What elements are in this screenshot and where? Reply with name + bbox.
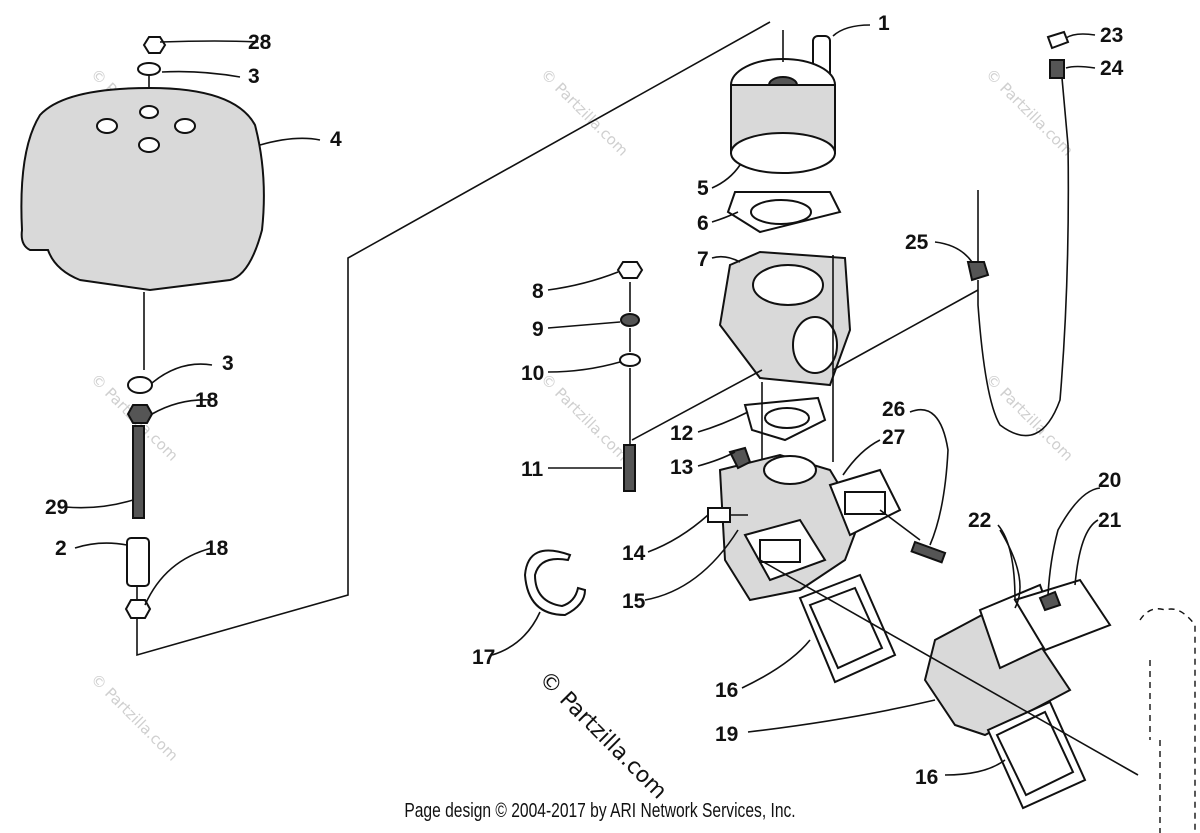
stud-29-icon: [132, 425, 145, 519]
silencer-5-icon: [730, 132, 836, 174]
reed-valve-assembly: [759, 559, 1139, 810]
washer-3-lower-icon: [127, 376, 153, 394]
callout-25: 25: [905, 231, 929, 254]
callout-17: 17: [472, 646, 495, 669]
lockwasher-9-icon: [620, 313, 640, 327]
bolt-14-icon: [707, 507, 731, 523]
fitting-13-icon: [728, 446, 752, 470]
callout-15: 15: [622, 590, 646, 613]
callout-19: 19: [715, 723, 738, 746]
carburetor-assembly: [707, 30, 947, 602]
callout-29: 29: [45, 496, 68, 519]
callout-18-lower: 18: [205, 537, 229, 560]
callout-28: 28: [248, 31, 272, 54]
callout-4: 4: [330, 128, 342, 151]
washer-3-icon: [137, 62, 161, 76]
cable-icon: [977, 144, 1070, 437]
callout-21: 21: [1098, 509, 1122, 532]
nut-8-icon: [616, 261, 644, 279]
watermark: © Partzilla.com: [537, 370, 632, 465]
callout-9: 9: [532, 318, 544, 341]
cap-23-icon: [1046, 30, 1070, 50]
callout-23: 23: [1100, 24, 1123, 47]
callout-10: 10: [521, 362, 544, 385]
footer-copyright: Page design © 2004-2017 by ARI Network S…: [404, 800, 796, 822]
callout-16-lower: 16: [915, 766, 938, 789]
callout-13: 13: [670, 456, 693, 479]
callout-27: 27: [882, 426, 905, 449]
callout-6: 6: [697, 212, 709, 235]
callout-24: 24: [1100, 57, 1124, 80]
callout-1: 1: [878, 12, 890, 35]
nut-25-icon: [966, 261, 990, 282]
callout-2: 2: [55, 537, 67, 560]
assembly-line: [136, 21, 771, 657]
callout-12: 12: [670, 422, 693, 445]
nut-18-icon: [126, 404, 154, 424]
stud-11-icon: [623, 444, 636, 492]
watermark: © Partzilla.com: [87, 670, 182, 765]
callout-14: 14: [622, 542, 646, 565]
nut-28-icon: [142, 36, 167, 54]
washer-10-icon: [619, 353, 641, 367]
stud-26-icon: [910, 540, 947, 564]
callout-labels: 1 2 3 3 4 5 6 7 8 9 10 11 12 13 14 15 16…: [45, 12, 1124, 789]
callout-20: 20: [1098, 469, 1121, 492]
spacer-2-icon: [126, 537, 150, 587]
callout-3-lower: 3: [222, 352, 234, 375]
clamp-17-icon: [523, 549, 587, 617]
callout-26: 26: [882, 398, 905, 421]
callout-3-top: 3: [248, 65, 260, 88]
watermark: © Partzilla.com: [537, 65, 632, 160]
callout-5: 5: [697, 177, 709, 200]
cover-4-icon: [20, 86, 265, 292]
engine-outline: [1139, 608, 1196, 833]
watermark-center: © Partzilla.com: [534, 667, 672, 805]
nut-18-lower-icon: [124, 599, 152, 619]
adjuster-24-icon: [1049, 59, 1065, 79]
callout-7: 7: [697, 248, 709, 271]
callout-18-upper: 18: [195, 389, 219, 412]
callout-8: 8: [532, 280, 544, 303]
throttle-cable: [832, 30, 1070, 437]
callout-16-upper: 16: [715, 679, 738, 702]
leader-lines: [64, 24, 1101, 776]
cover-assembly: [20, 36, 265, 619]
screw-20-icon: [1038, 590, 1062, 612]
hardware-column: [616, 261, 763, 492]
callout-22: 22: [968, 509, 991, 532]
callout-11: 11: [521, 458, 544, 481]
